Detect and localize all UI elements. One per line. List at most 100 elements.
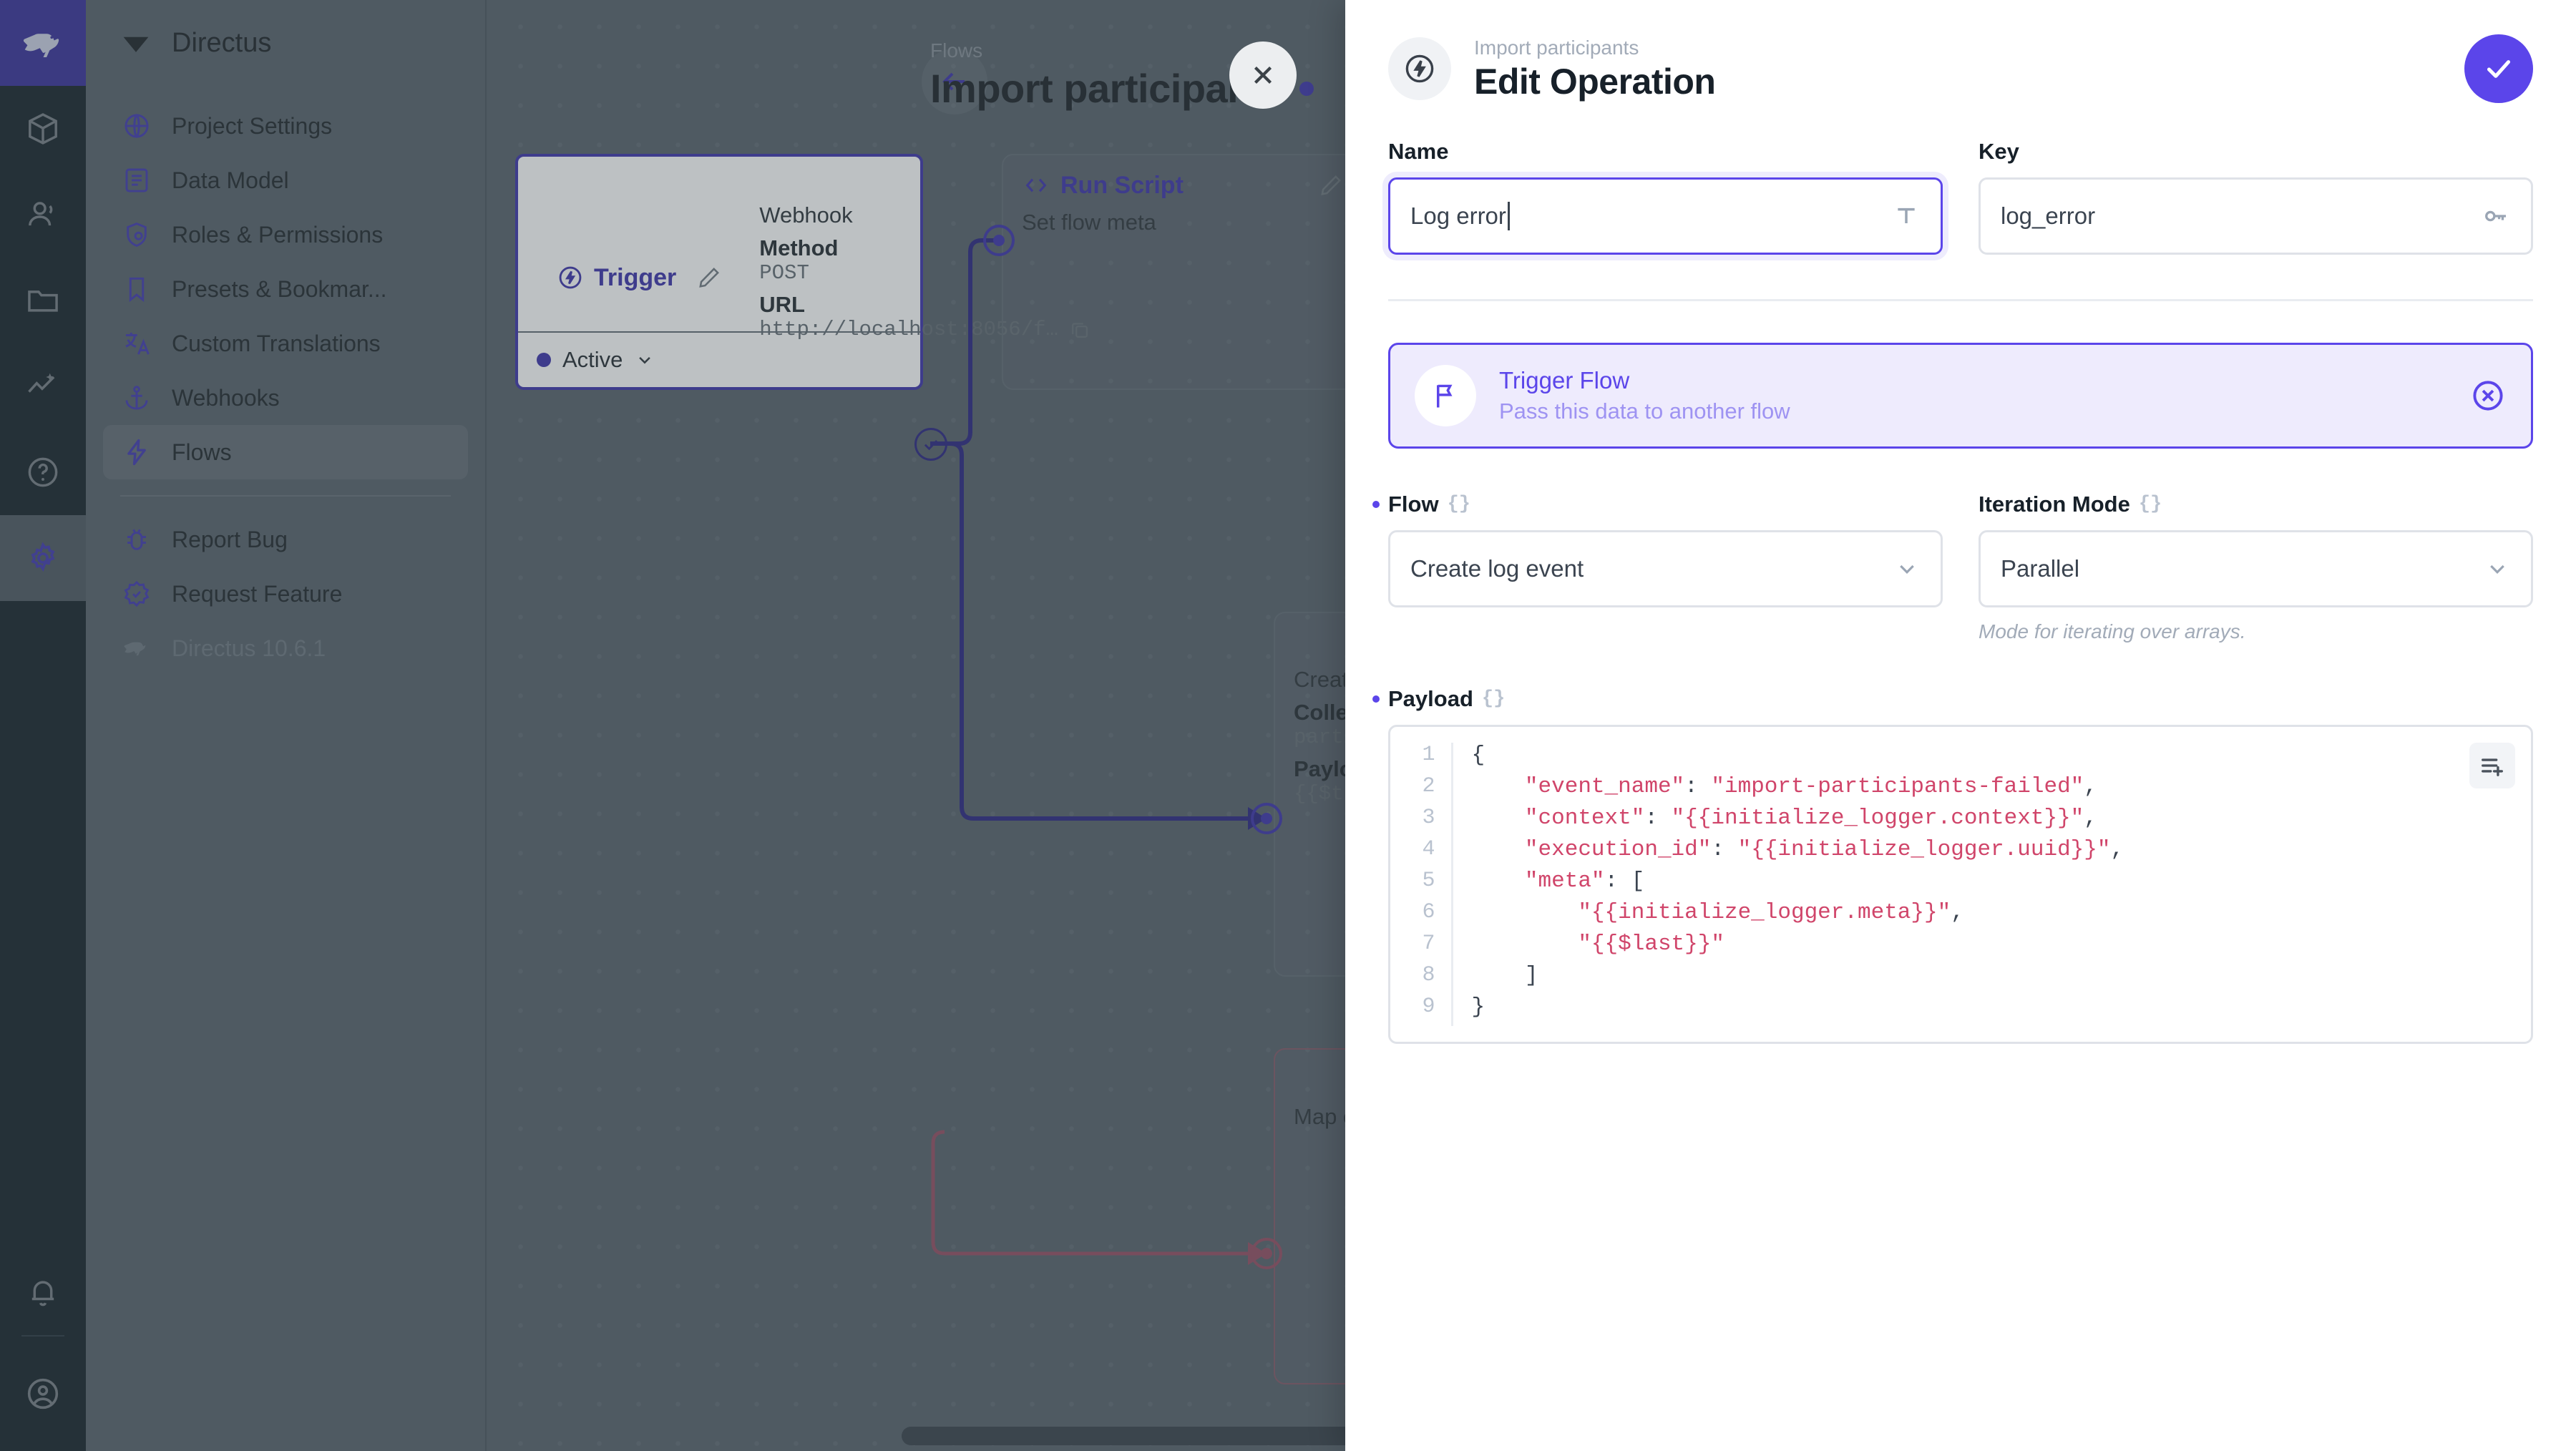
drawer-backdrop[interactable] — [0, 0, 1345, 1451]
status-dot — [1299, 81, 1314, 96]
check-icon — [2481, 51, 2517, 87]
rail-item-content[interactable] — [0, 86, 86, 172]
code-line: 9} — [1390, 995, 2531, 1026]
flow-select-value: Create log event — [1410, 555, 1584, 582]
insert-field-button[interactable] — [2469, 743, 2515, 788]
code-text: ] — [1471, 963, 1538, 988]
rail-item-files[interactable] — [0, 258, 86, 343]
save-button[interactable] — [2464, 34, 2533, 103]
node-success-badge — [914, 428, 947, 461]
flow-node-port[interactable] — [1251, 1238, 1282, 1269]
module-rail — [0, 0, 86, 1451]
edit-operation-drawer: Import participants Edit Operation Name … — [1345, 0, 2576, 1451]
close-drawer-button[interactable] — [1229, 41, 1297, 109]
bolt-circle-icon — [1402, 52, 1437, 86]
status-dot — [537, 353, 551, 367]
node-subtitle: Set flow meta — [1022, 210, 1156, 235]
sidebar-item-project-settings[interactable]: Project Settings — [103, 99, 468, 153]
flow-field-label-text: Flow — [1388, 492, 1439, 517]
sidebar-item-flows[interactable]: Flows — [103, 425, 468, 479]
translate-icon — [120, 327, 153, 360]
line-number: 8 — [1390, 963, 1453, 995]
sidebar-item-custom-translations[interactable]: Custom Translations — [103, 316, 468, 371]
code-line: 5 "meta": [ — [1390, 869, 2531, 900]
chevron-down-icon — [634, 349, 655, 371]
operation-description: Pass this data to another flow — [1499, 399, 1790, 424]
code-text: "{{$last}}" — [1578, 932, 1724, 957]
iteration-mode-hint: Mode for iterating over arrays. — [1979, 620, 2246, 643]
payload-code-editor[interactable]: 1{2 "event_name": "import-participants-f… — [1388, 725, 2533, 1044]
arrow-left-icon — [937, 64, 972, 99]
braces-icon: {} — [1481, 688, 1506, 710]
line-number: 7 — [1390, 932, 1453, 963]
clear-operation-button[interactable] — [2469, 377, 2507, 414]
flow-node-port[interactable] — [983, 225, 1015, 256]
sidebar-item-data-model[interactable]: Data Model — [103, 153, 468, 207]
line-number: 1 — [1390, 743, 1453, 774]
copy-icon[interactable] — [1068, 318, 1091, 341]
node-status[interactable]: Active — [518, 331, 920, 387]
iteration-mode-value: Parallel — [2001, 555, 2080, 582]
node-field-label: URL — [759, 292, 805, 317]
node-title: Run Script — [1060, 171, 1184, 199]
rail-item-notifications[interactable] — [0, 1249, 86, 1335]
bookmark-icon — [120, 273, 153, 306]
sidebar-item-label: Roles & Permissions — [172, 221, 384, 248]
rail-item-account[interactable] — [0, 1337, 86, 1451]
list-alt-icon — [120, 164, 153, 197]
page-title-text: Import participants — [930, 66, 1287, 111]
rail-divider — [21, 1335, 64, 1337]
shield-account-icon — [120, 218, 153, 251]
code-line: 2 "event_name": "import-participants-fai… — [1390, 774, 2531, 806]
sidebar-divider — [120, 495, 451, 497]
operation-type-avatar — [1388, 37, 1451, 100]
code-text: "execution_id": "{{initialize_logger.uui… — [1524, 837, 2124, 862]
flow-iteration-row: Flow {} Create log event Iteration Mode … — [1388, 492, 2533, 643]
sidebar-item-request-feature[interactable]: Request Feature — [103, 567, 468, 621]
drawer-body: Name Log error Key log_error — [1345, 110, 2576, 1044]
flow-header: Flows Import participants — [930, 39, 1314, 112]
breadcrumb[interactable]: Flows — [930, 39, 983, 62]
page-title: Import participants — [930, 65, 1314, 112]
iteration-field-group: Iteration Mode {} Parallel Mode for iter… — [1979, 492, 2533, 643]
iteration-field-label-text: Iteration Mode — [1979, 492, 2130, 517]
flow-select[interactable]: Create log event — [1388, 530, 1943, 607]
directus-rabbit-logo[interactable] — [0, 0, 86, 86]
name-field-group: Name Log error — [1388, 139, 1943, 255]
sidebar-item-label: Presets & Bookmar... — [172, 275, 387, 302]
bug-icon — [120, 523, 153, 556]
line-number: 2 — [1390, 774, 1453, 806]
rail-item-users[interactable] — [0, 172, 86, 258]
pencil-icon[interactable] — [1318, 172, 1344, 198]
sidebar-item-presets-bookmarks[interactable]: Presets & Bookmar... — [103, 262, 468, 316]
payload-field-label: Payload {} — [1388, 686, 2533, 712]
rail-item-settings[interactable] — [0, 515, 86, 601]
name-input[interactable]: Log error — [1388, 177, 1943, 255]
section-divider — [1388, 299, 2533, 301]
operation-type-card[interactable]: Trigger Flow Pass this data to another f… — [1388, 343, 2533, 449]
rail-item-help[interactable] — [0, 429, 86, 515]
node-field-value: POST — [759, 261, 809, 285]
playlist-add-icon — [2479, 752, 2506, 779]
back-button[interactable] — [922, 49, 987, 114]
node-field-value: http://localhost:8056/f… — [759, 318, 1058, 341]
node-field-label: Method — [759, 235, 839, 260]
node-header: Run Script — [1003, 155, 1408, 204]
sidebar-version: Directus 10.6.1 — [103, 621, 468, 675]
sidebar-item-report-bug[interactable]: Report Bug — [103, 512, 468, 567]
sidebar-item-webhooks[interactable]: Webhooks — [103, 371, 468, 425]
pencil-icon[interactable] — [696, 265, 722, 290]
rail-item-insights[interactable] — [0, 343, 86, 429]
payload-field-label-text: Payload — [1388, 686, 1473, 711]
iteration-mode-select[interactable]: Parallel — [1979, 530, 2533, 607]
key-field-label: Key — [1979, 139, 2019, 164]
gear-icon — [24, 539, 62, 577]
code-line: 4 "execution_id": "{{initialize_logger.u… — [1390, 837, 2531, 869]
bolt-circle-icon — [557, 264, 584, 291]
key-input[interactable]: log_error — [1979, 177, 2533, 255]
close-icon — [1246, 59, 1279, 92]
flow-node-port[interactable] — [1251, 803, 1282, 834]
flow-node-trigger[interactable]: Trigger Webhook Method POST URL http://l… — [515, 154, 1088, 390]
flow-field-label: Flow {} — [1388, 492, 1943, 517]
sidebar-item-roles-permissions[interactable]: Roles & Permissions — [103, 207, 468, 262]
